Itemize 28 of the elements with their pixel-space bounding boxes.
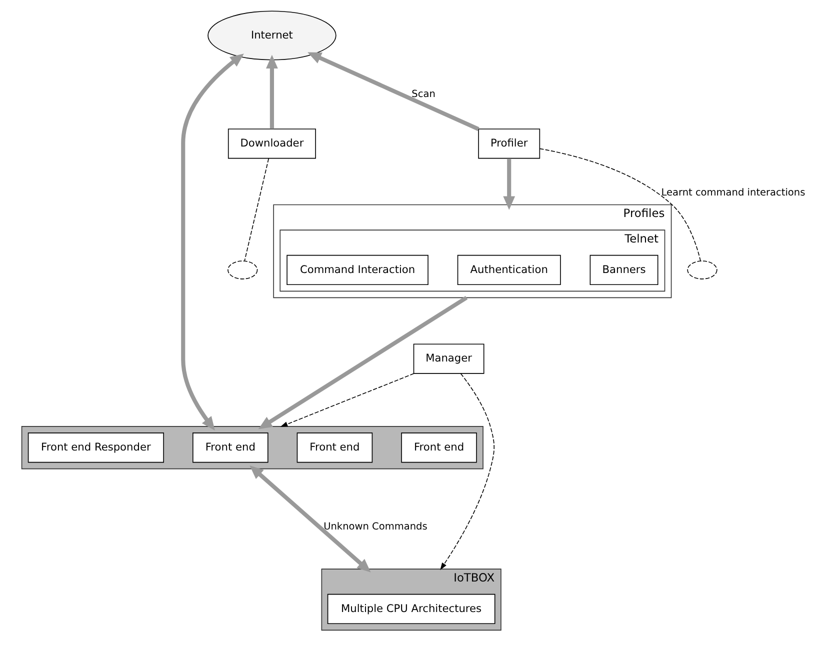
arrow [180, 54, 244, 430]
node-ellipse [686, 260, 717, 280]
cluster [20, 426, 483, 470]
arrow [280, 373, 414, 427]
connector [244, 158, 269, 262]
edge-label: Learnt command interactions [660, 187, 805, 198]
node-box: Multiple CPU Architectures [326, 594, 495, 624]
node-box: Manager [412, 344, 484, 374]
arrow [502, 158, 515, 210]
node-box: Downloader [227, 128, 316, 159]
node-ellipse [227, 260, 258, 280]
arrow [258, 296, 468, 430]
node-box: Banners [589, 254, 658, 286]
node-box: Command Interaction [286, 254, 428, 286]
arrow [249, 465, 370, 572]
node-box: Front end [192, 432, 268, 463]
node-box: Authentication [456, 254, 560, 286]
edge-label: Scan [411, 88, 435, 100]
node-box: Front end Responder [27, 432, 164, 463]
connector [538, 148, 700, 262]
edge-label: Unknown Commands [323, 522, 427, 533]
node-box: Front end [296, 432, 372, 463]
arrow [266, 54, 278, 129]
arrow [440, 373, 494, 570]
arrow [307, 52, 479, 131]
node-box: Profiler [478, 128, 540, 159]
node-ellipse: Internet [207, 10, 336, 60]
node-box: Front end [400, 432, 476, 463]
